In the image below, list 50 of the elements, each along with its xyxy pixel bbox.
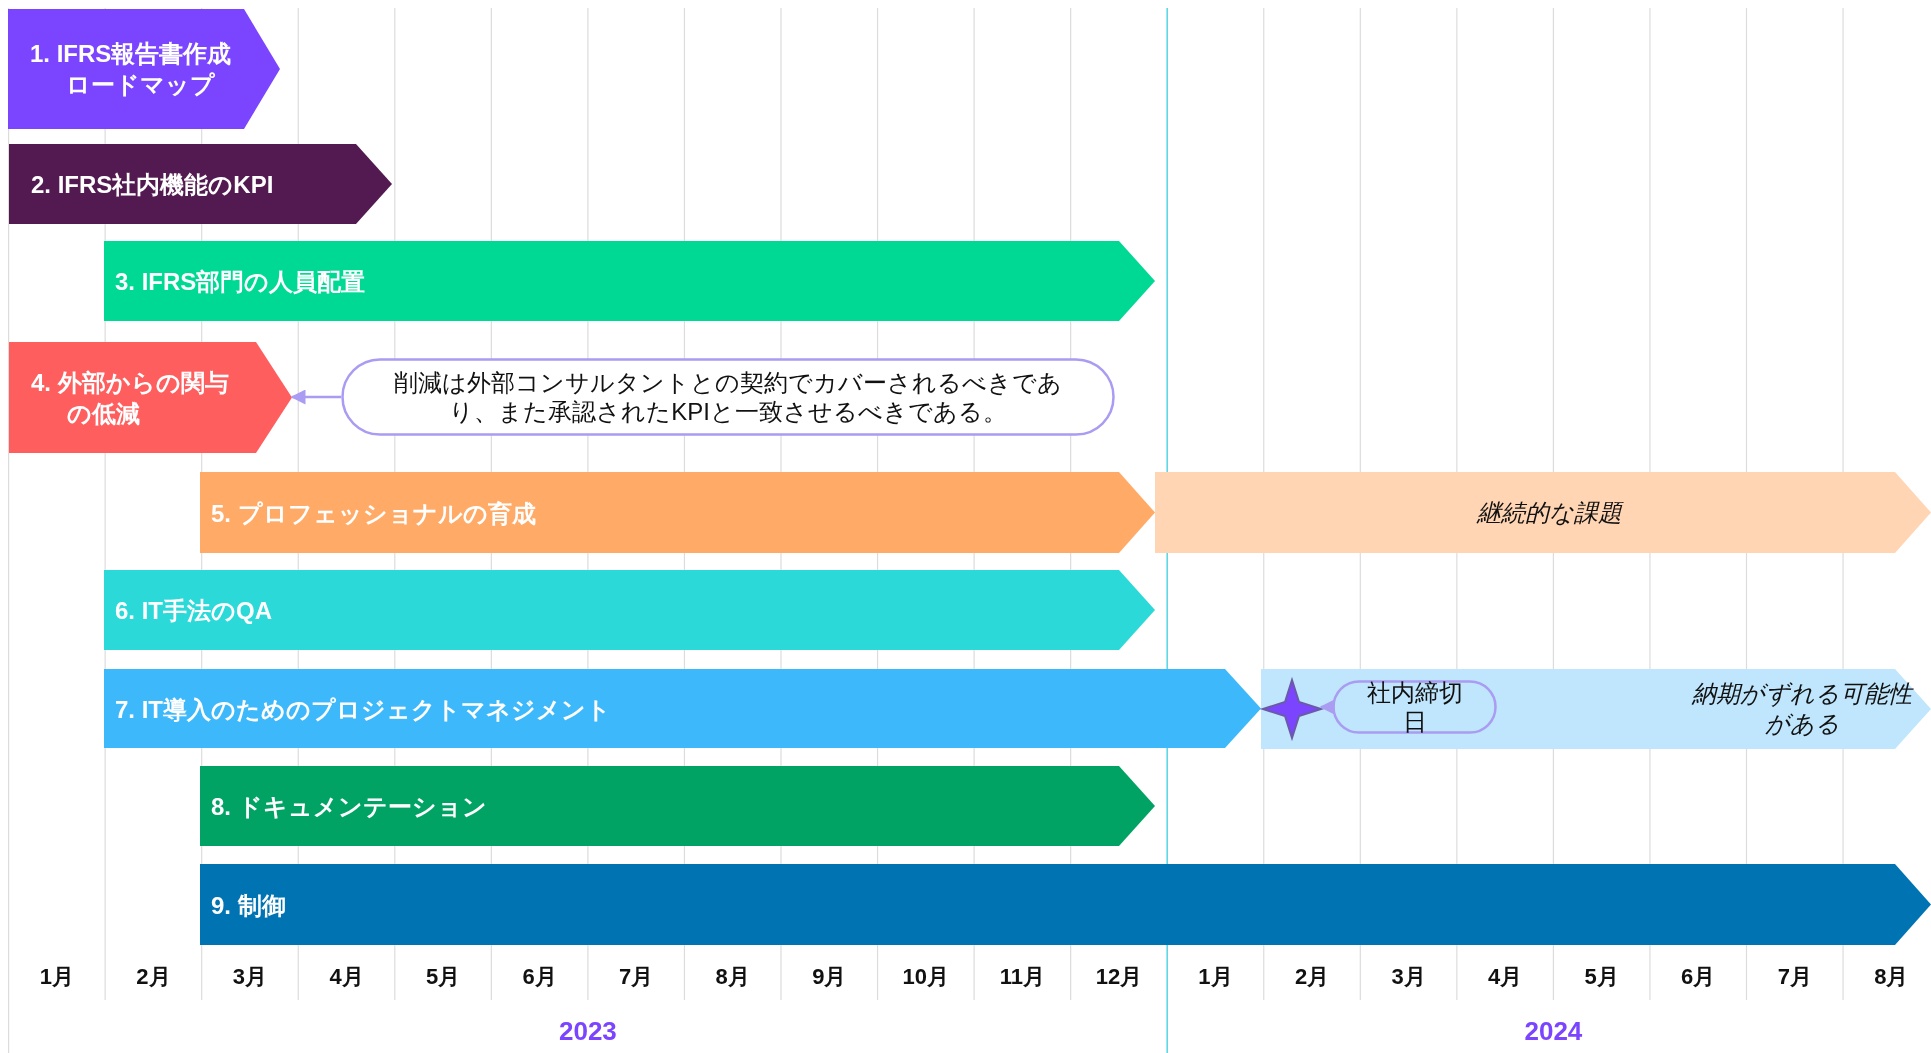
extension-bar [1261, 669, 1931, 749]
arrow [1319, 699, 1335, 715]
bar-label: 6. IT手法のQA [115, 595, 272, 626]
month-label: 2月 [136, 963, 171, 991]
month-label: 7月 [619, 963, 654, 991]
month-label: 4月 [1488, 963, 1523, 991]
extension-bar [1155, 472, 1931, 553]
milestone-star [1263, 680, 1321, 738]
task-bar [104, 241, 1155, 321]
month-label: 1月 [39, 963, 74, 991]
task-bar [200, 864, 1931, 945]
month-label: 3月 [1391, 963, 1426, 991]
month-label: 5月 [425, 963, 461, 991]
note-text: 納期がずれる可能性がある [1691, 679, 1915, 739]
month-label: 11月 [999, 963, 1045, 991]
month-label: 1月 [1198, 963, 1233, 991]
month-label: 8月 [1874, 963, 1909, 991]
task-bar [104, 669, 1261, 748]
year-label: 2024 [1524, 1015, 1583, 1047]
month-label: 5月 [1584, 963, 1619, 991]
bar-label: 9. 制御 [211, 890, 286, 920]
bar-label: 4. 外部からの関与の低減 [31, 367, 230, 429]
task-bar [9, 342, 292, 453]
month-label: 12月 [1095, 963, 1143, 991]
task-bar [104, 570, 1155, 650]
month-label: 8月 [715, 963, 750, 991]
task-bar [200, 472, 1155, 553]
callout-text: 削減は外部コンサルタントとの契約でカバーされるべきであり、また承認されたKPIと一致させるべきである。 [393, 368, 1063, 426]
month-label: 9月 [812, 963, 847, 991]
month-label: 2月 [1294, 963, 1330, 991]
year-label: 2023 [558, 1015, 617, 1047]
month-label: 3月 [232, 963, 268, 991]
bar-label: 5. プロフェッショナルの育成 [211, 498, 536, 528]
arrow [290, 389, 341, 405]
bar-label: 8. ドキュメンテーション [211, 791, 487, 822]
callout-bubble [1332, 680, 1497, 734]
callout-text: 社内締切日 [1365, 678, 1464, 736]
bar-label: 2. IFRS社内機能のKPI [31, 169, 274, 200]
month-label: 4月 [329, 963, 364, 991]
note-text: 継続的な課題 [1475, 497, 1625, 528]
bar-label: 7. IT導入のためのプロジェクトマネジメント [115, 694, 611, 724]
bar-label: 3. IFRS部門の人員配置 [115, 266, 366, 297]
month-label: 7月 [1777, 963, 1812, 991]
task-bar [8, 9, 280, 129]
month-label: 6月 [522, 963, 557, 991]
task-bar [9, 144, 392, 224]
month-label: 6月 [1681, 963, 1716, 991]
month-label: 10月 [902, 963, 950, 991]
bar-label: 1. IFRS報告書作成ロードマップ [30, 39, 233, 100]
task-bar [200, 766, 1155, 846]
